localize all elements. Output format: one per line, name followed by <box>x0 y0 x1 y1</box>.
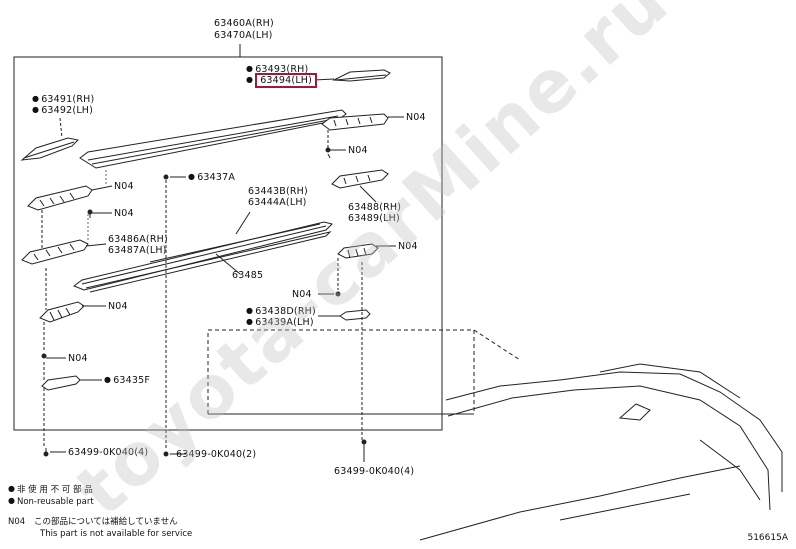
part-label-63435F[interactable]: 63435F <box>104 375 150 386</box>
part-rail-strip <box>72 221 333 291</box>
part-label-63485[interactable]: 63485 <box>232 270 264 281</box>
n04-label-left-3: N04 <box>108 301 128 312</box>
part-label-63494[interactable]: 63494(LH) <box>246 73 318 88</box>
n04-label-left-1: N04 <box>114 181 134 192</box>
n04-label-left-2: N04 <box>114 208 134 219</box>
legend-jp-not-available: この部品については補給していません <box>34 517 178 527</box>
legend-jp-nonreusable: 非 使 用 不 可 部 品 <box>8 484 93 496</box>
part-label-63438D[interactable]: 63438D(RH) <box>246 306 316 317</box>
part-base-left <box>41 375 81 391</box>
part-foot-left-lower <box>39 301 85 323</box>
part-end-cap-rear <box>20 137 80 161</box>
legend-n04-code: N04 <box>8 517 26 527</box>
n04-label-left-4: N04 <box>68 353 88 364</box>
n04-label-right-3: N04 <box>398 241 418 252</box>
part-label-63439A[interactable]: 63439A(LH) <box>246 317 314 328</box>
bolt-label-3[interactable]: 63499-0K040(4) <box>334 466 415 477</box>
figure-id: 516615A <box>747 533 788 543</box>
vehicle-roof-outline <box>445 371 783 492</box>
n04-label-top-right: N04 <box>406 112 426 123</box>
part-foot-right-middle <box>331 169 389 189</box>
part-foot-left-upper <box>27 185 93 211</box>
part-label-63493[interactable]: 63493(RH) <box>246 64 308 75</box>
part-label-63487A[interactable]: 63487A(LH) <box>108 245 167 256</box>
part-foot-left-middle <box>21 239 89 265</box>
part-label-63437A[interactable]: 63437A <box>188 172 235 183</box>
assembly-frame <box>13 56 443 431</box>
part-label-63492[interactable]: 63492(LH) <box>32 105 93 116</box>
n04-label-right-2: N04 <box>348 145 368 156</box>
bolt-label-2[interactable]: 63499-0K040(2) <box>176 449 256 460</box>
part-foot-right-upper <box>321 113 389 131</box>
part-molding-strip <box>149 223 321 263</box>
highlighted-part-63494[interactable]: 63494(LH) <box>255 73 318 88</box>
part-label-63489[interactable]: 63489(LH) <box>348 213 400 224</box>
legend-en-nonreusable: Non-reusable part <box>8 496 94 508</box>
part-foot-right-lower <box>337 243 379 259</box>
part-label-63444A[interactable]: 63444A(LH) <box>248 197 307 208</box>
bolt-label-1[interactable]: 63499-0K040(4) <box>68 447 149 458</box>
n04-label-right-4: N04 <box>292 289 312 300</box>
bolt-label-2-text[interactable]: 63499-0K040(2) <box>176 449 257 460</box>
assembly-label-lh: 63470A(LH) <box>214 30 273 41</box>
part-label-63443B[interactable]: 63443B(RH) <box>248 186 308 197</box>
part-label-63491[interactable]: 63491(RH) <box>32 94 94 105</box>
legend-en-not-available: This part is not available for service <box>40 529 193 539</box>
part-label-63486A[interactable]: 63486A(RH) <box>108 234 168 245</box>
part-label-63488[interactable]: 63488(RH) <box>348 202 402 213</box>
assembly-label-rh: 63460A(RH) <box>214 18 274 29</box>
part-base-right <box>339 309 371 321</box>
part-end-cap-front <box>332 69 391 82</box>
